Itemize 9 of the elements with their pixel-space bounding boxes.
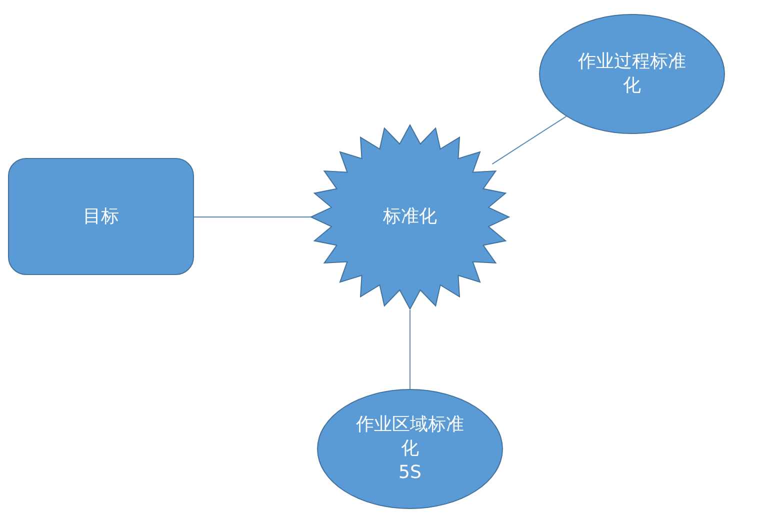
- node-label: 标准化: [383, 205, 437, 229]
- connector-line: [194, 216, 312, 218]
- rounded-box: [8, 158, 194, 275]
- star-shape: [310, 124, 510, 310]
- node-label: 目标: [83, 204, 119, 228]
- node-label: 作业过程标准化: [577, 50, 687, 98]
- node-label: 作业区域标准化: [355, 413, 465, 461]
- connector-line: [492, 116, 567, 165]
- node-label: 5S: [398, 461, 422, 485]
